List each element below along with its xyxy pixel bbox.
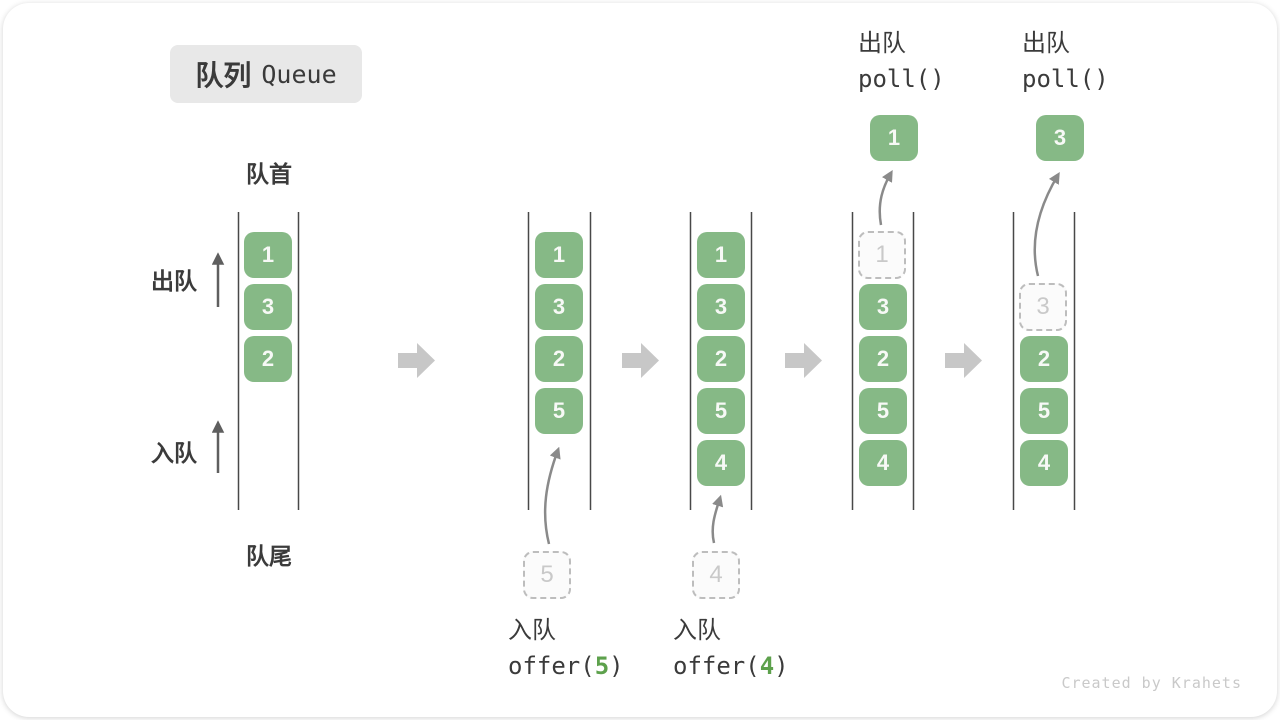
queue-cell: 2 [244,336,292,382]
op-code: offer(5) [508,652,624,680]
queue-cell: 2 [1020,336,1068,382]
op-label-offer5: 入队 offer(5) [508,617,624,680]
queue-cell: 1 [535,232,583,278]
label-queue-front: 队首 [246,161,292,187]
queue-cell: 2 [535,336,583,382]
removed-cell: 3 [1019,283,1067,331]
pending-cell: 4 [692,551,740,599]
polled-cell: 3 [1036,115,1084,161]
queue-cell: 5 [859,388,907,434]
label-dequeue: 出队 [151,268,197,294]
queue-cell: 1 [697,232,745,278]
queue-cell: 3 [535,284,583,330]
polled-cell: 1 [870,115,918,161]
op-action: 入队 [508,617,556,644]
queue-cell: 2 [697,336,745,382]
queue-cell: 4 [697,440,745,486]
op-action: 出队 [1022,30,1070,57]
title-zh: 队列 [195,60,252,91]
queue-cell: 2 [859,336,907,382]
queue-cell: 5 [697,388,745,434]
queue-cell: 3 [244,284,292,330]
credit-text: Created by Krahets [1061,674,1242,692]
label-enqueue: 入队 [151,440,197,466]
queue-cell: 1 [244,232,292,278]
op-action: 入队 [673,617,721,644]
op-label-offer4: 入队 offer(4) [673,617,789,680]
queue-cell: 4 [1020,440,1068,486]
title-en: Queue [261,59,337,89]
op-code: poll() [1022,65,1109,93]
diagram-card [3,3,1277,717]
op-code: offer(4) [673,652,789,680]
queue-cell: 5 [1020,388,1068,434]
queue-cell: 4 [859,440,907,486]
op-action: 出队 [858,30,906,57]
label-queue-rear: 队尾 [246,543,292,569]
queue-cell: 3 [859,284,907,330]
queue-cell: 3 [697,284,745,330]
op-label-poll1: 出队 poll() [858,30,945,93]
removed-cell: 1 [858,231,906,279]
op-code: poll() [858,65,945,93]
title-badge: 队列 Queue [170,45,362,103]
pending-cell: 5 [523,551,571,599]
op-label-poll3: 出队 poll() [1022,30,1109,93]
queue-cell: 5 [535,388,583,434]
